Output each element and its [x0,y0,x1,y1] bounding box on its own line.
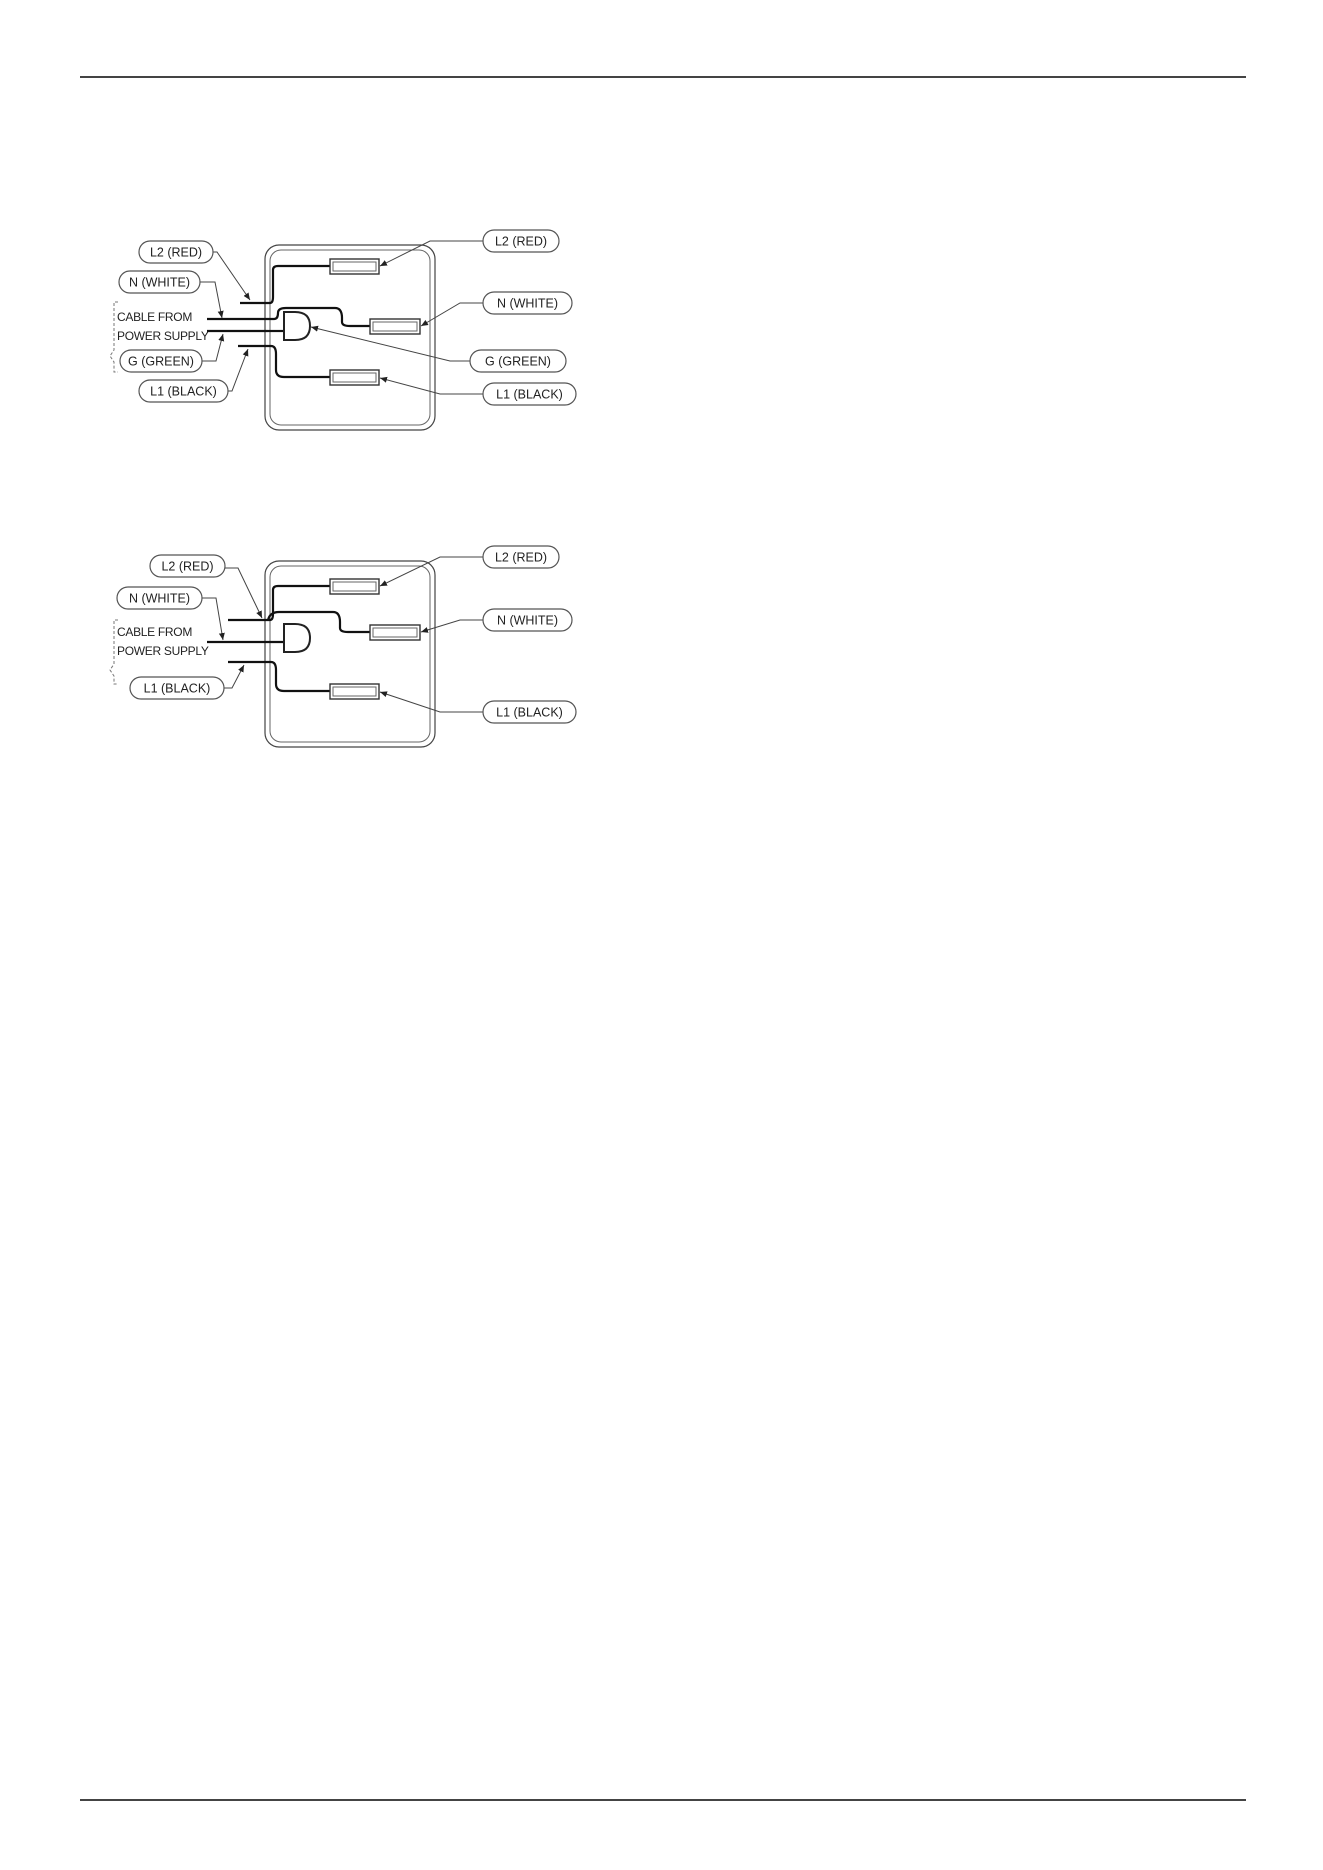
footer-rule [80,1799,1246,1801]
wire-l1 [268,346,330,377]
label-g-right: G (GREEN) [485,355,551,369]
wiring-diagram-4-wire: CABLE FROM POWER SUPPLY L2 (RED) N (WHIT… [0,220,620,440]
terminal-l1 [330,370,379,385]
label-g-left: G (GREEN) [128,355,194,369]
wire-l2 [268,266,330,303]
label-l1-left: L1 (BLACK) [150,385,217,399]
leader-l2-left [213,252,250,300]
label-l2-left: L2 (RED) [150,246,202,260]
cable-label-line2: POWER SUPPLY [117,644,209,658]
label-n-right: N (WHITE) [497,297,558,311]
wire-l2 [268,586,330,620]
terminal-n [370,319,420,334]
wire-l1 [268,662,330,691]
label-l2-right: L2 (RED) [495,235,547,249]
leader-l1-right [380,692,483,712]
cable-label-line1: CABLE FROM [117,625,192,639]
label-l2-left: L2 (RED) [161,560,213,574]
terminal-n [370,625,420,640]
terminal-l1 [330,684,379,699]
leader-n-left [200,282,222,318]
header-rule [80,76,1246,78]
label-l1-right: L1 (BLACK) [496,706,563,720]
ground-lug [284,312,310,340]
label-l1-right: L1 (BLACK) [496,388,563,402]
leader-l1-left [228,349,248,391]
label-n-left: N (WHITE) [129,276,190,290]
leader-l1-left [224,665,244,688]
leader-l2-left [225,568,262,618]
neutral-lug [284,624,310,652]
label-l2-right: L2 (RED) [495,551,547,565]
wiring-diagram-3-wire: CABLE FROM POWER SUPPLY L2 (RED) N (WHIT… [0,550,620,770]
cable-label-line2: POWER SUPPLY [117,329,209,343]
leader-l1-right [380,378,483,394]
terminal-l2 [330,259,379,274]
cable-label-line1: CABLE FROM [117,310,192,324]
label-l1-left: L1 (BLACK) [144,682,211,696]
leader-n-left [202,598,223,640]
label-n-right: N (WHITE) [497,614,558,628]
label-n-left: N (WHITE) [129,592,190,606]
terminal-l2 [330,579,379,594]
